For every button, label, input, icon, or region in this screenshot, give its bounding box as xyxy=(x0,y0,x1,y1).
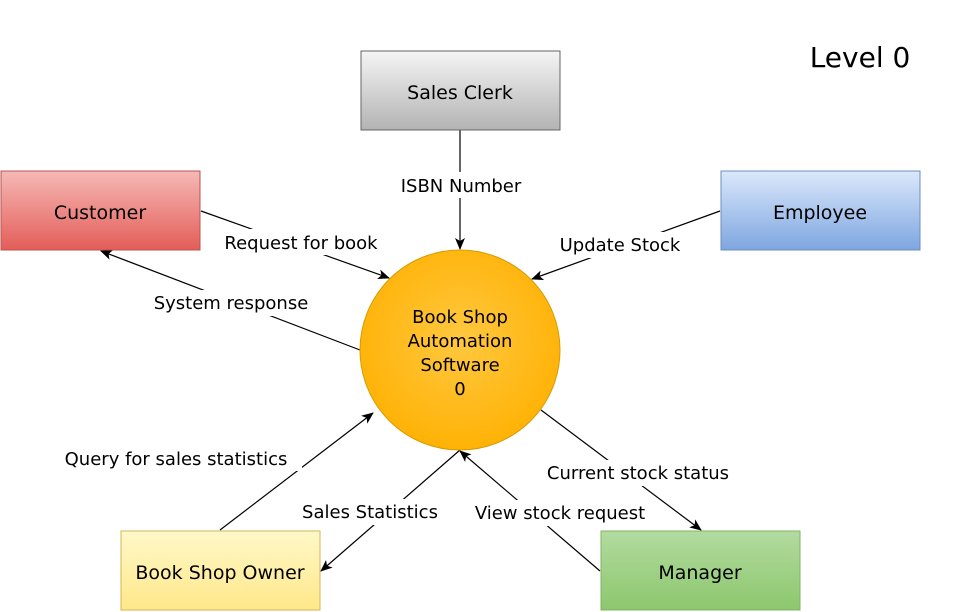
entity-box xyxy=(120,530,321,611)
entity-manager: Manager xyxy=(600,530,801,611)
entity-box xyxy=(0,170,201,251)
flow-label-current-stock-status: Current stock status xyxy=(547,463,729,484)
entity-box xyxy=(720,170,921,251)
flow-label-bg xyxy=(218,229,384,255)
entity-label: Employee xyxy=(773,202,867,224)
flow-label-sales-statistics: Sales Statistics xyxy=(302,502,438,523)
flow-label-bg xyxy=(150,290,312,316)
flow-label-bg xyxy=(52,445,302,471)
entity-box xyxy=(360,50,561,131)
flow-line-query-for-sales-statistics xyxy=(219,412,374,531)
process-label-line-3: Software xyxy=(420,355,499,376)
flow-label-bg xyxy=(554,232,688,258)
flow-label-bg xyxy=(294,499,448,525)
entity-label: Book Shop Owner xyxy=(135,562,304,584)
flow-label-bg xyxy=(394,172,528,198)
process-label-line-1: Book Shop xyxy=(412,307,508,328)
entity-box xyxy=(600,530,801,611)
entity-employee: Employee xyxy=(720,170,921,251)
flow-label-query-for-sales-statistics: Query for sales statistics xyxy=(65,449,288,470)
process-book-shop-automation: Book Shop Automation Software 0 xyxy=(359,249,561,451)
entity-sales-clerk: Sales Clerk xyxy=(360,50,561,131)
flow-label-update-stock: Update Stock xyxy=(560,235,681,256)
flow-label-bg xyxy=(538,460,738,486)
process-circle xyxy=(359,249,561,451)
flow-label-bg xyxy=(470,500,652,526)
level-label: Level 0 xyxy=(810,41,911,74)
flow-label-view-stock-request: View stock request xyxy=(475,503,645,524)
flow-label-request-for-book: Request for book xyxy=(224,233,378,254)
process-number: 0 xyxy=(454,379,465,400)
flow-label-system-response: System response xyxy=(154,293,309,314)
entity-label: Manager xyxy=(658,562,741,584)
entity-book-shop-owner: Book Shop Owner xyxy=(120,530,321,611)
entity-label: Customer xyxy=(54,202,146,224)
flow-label-isbn-number: ISBN Number xyxy=(401,176,522,197)
entity-customer: Customer xyxy=(0,170,201,251)
process-label-line-2: Automation xyxy=(408,331,513,352)
entity-label: Sales Clerk xyxy=(407,82,513,104)
